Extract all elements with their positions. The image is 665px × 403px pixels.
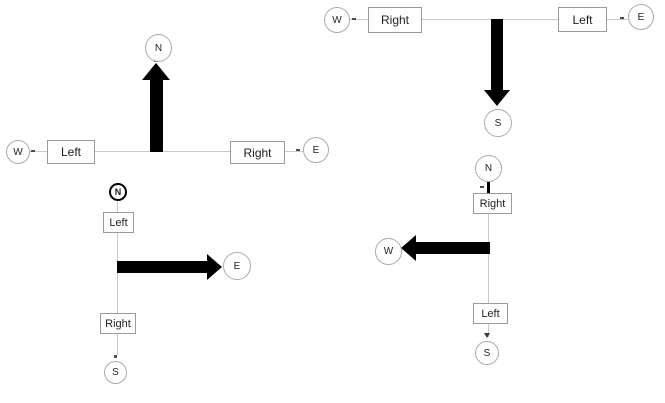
tl-west-label: W — [13, 146, 23, 158]
br-south-node: S — [475, 341, 499, 365]
tr-south-label: S — [494, 117, 502, 129]
br-west-arrow-shaft — [416, 242, 490, 254]
bl-south-label: S — [112, 367, 119, 378]
br-west-arrow-head-icon — [401, 235, 416, 261]
br-left-label: Left — [481, 307, 500, 320]
bl-vertical-connector — [117, 201, 118, 355]
tl-east-label: E — [312, 144, 320, 156]
bl-left-label: Left — [109, 216, 128, 229]
tr-south-arrow-head-icon — [484, 90, 510, 106]
bl-east-node: E — [223, 252, 251, 280]
bl-east-arrow-shaft — [117, 261, 207, 273]
bl-east-label: E — [233, 260, 241, 272]
tl-right-box: Right — [230, 141, 285, 164]
bl-south-node: S — [104, 361, 127, 384]
tl-right-label: Right — [243, 145, 272, 160]
bl-right-label: Right — [105, 317, 131, 330]
br-north-connector-dash — [480, 186, 484, 188]
tr-west-connector-dash — [352, 18, 356, 20]
br-west-label: W — [383, 246, 394, 257]
tr-east-label: E — [637, 11, 645, 23]
bl-south-connector-dot — [114, 355, 117, 358]
br-north-thick-connector — [487, 182, 490, 194]
tl-left-box: Left — [47, 140, 95, 164]
tl-west-node: W — [6, 140, 30, 164]
bl-east-arrow-head-icon — [207, 254, 222, 280]
br-vertical-connector — [488, 214, 489, 337]
br-west-node: W — [375, 238, 402, 265]
tl-left-label: Left — [60, 145, 81, 159]
tl-north-node: N — [145, 34, 172, 62]
tl-east-node: E — [303, 137, 329, 163]
tl-east-connector-dash — [296, 149, 300, 151]
tr-left-label: Left — [572, 12, 593, 27]
tr-right-label: Right — [380, 13, 409, 27]
bl-north-label: N — [114, 187, 122, 197]
tr-left-box: Left — [558, 7, 607, 32]
tr-right-box: Right — [368, 7, 422, 33]
bl-left-box: Left — [103, 212, 134, 233]
tr-west-node: W — [324, 7, 350, 33]
br-north-node: N — [475, 155, 502, 182]
br-right-label: Right — [479, 197, 506, 210]
br-left-box: Left — [473, 303, 508, 324]
tl-north-arrow-head-icon — [142, 63, 170, 80]
br-south-label: S — [483, 347, 491, 359]
br-south-connector-arrowhead-icon — [484, 333, 490, 338]
tl-horizontal-connector — [30, 151, 303, 152]
tr-horizontal-connector — [350, 19, 628, 20]
tr-south-node: S — [484, 109, 512, 137]
tl-north-arrow-shaft — [150, 79, 163, 152]
tr-east-node: E — [628, 4, 654, 30]
tl-west-connector-dash — [31, 150, 35, 152]
tr-west-label: W — [332, 14, 342, 26]
tr-south-arrow-shaft — [491, 19, 503, 90]
tl-north-label: N — [154, 42, 163, 54]
bl-north-node: N — [109, 183, 127, 201]
br-right-box: Right — [473, 193, 512, 214]
bl-right-box: Right — [100, 313, 136, 334]
tr-east-connector-dash — [620, 17, 624, 19]
br-north-label: N — [484, 163, 493, 174]
